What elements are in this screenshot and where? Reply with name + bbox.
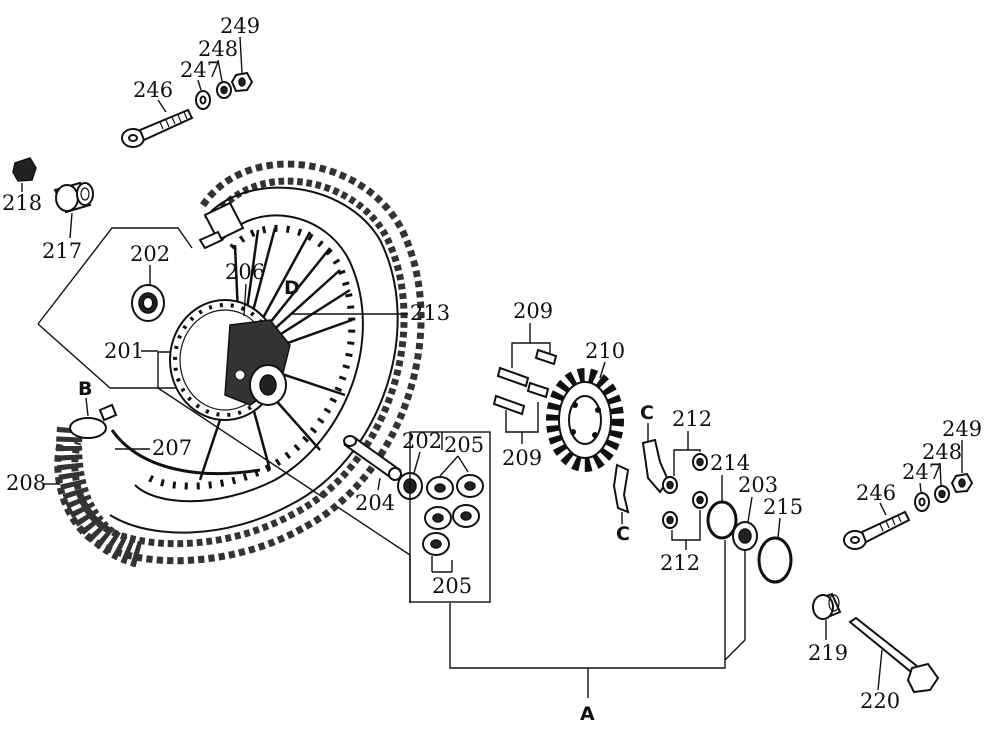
label-246-right: 246 [856, 481, 896, 505]
label-209-bottom: 209 [502, 446, 542, 470]
letter-d: D [284, 277, 300, 299]
label-208: 208 [6, 471, 46, 495]
axle-adjuster-bolt-left [121, 108, 194, 148]
spacer-204 [343, 435, 402, 481]
bearing-203 [732, 521, 758, 551]
axle-adjuster-bolt-right [843, 510, 911, 550]
washer-247-left [195, 90, 211, 110]
label-247-left: 247 [180, 58, 220, 82]
label-205-top: 205 [444, 433, 484, 457]
letter-b: B [78, 378, 92, 400]
axle-220 [848, 616, 940, 694]
label-201: 201 [104, 339, 144, 363]
label-210: 210 [585, 339, 625, 363]
collar-217 [53, 181, 94, 214]
studs-209 [492, 348, 558, 416]
label-214: 214 [710, 451, 750, 475]
label-207: 207 [152, 436, 192, 460]
label-215: 215 [763, 495, 803, 519]
bearing-202-left [131, 284, 165, 322]
label-248-right: 248 [922, 440, 962, 464]
label-202-right: 202 [402, 429, 442, 453]
nuts-212 [662, 453, 708, 529]
washer-247-right [914, 492, 930, 512]
nut-249-left [230, 71, 254, 93]
rim [134, 214, 364, 503]
nut-249-right [950, 472, 974, 494]
label-205-bottom: 205 [432, 574, 472, 598]
label-204: 204 [355, 491, 395, 515]
valve-cap-top [198, 201, 245, 250]
tube-207 [110, 429, 261, 476]
letter-a: A [580, 703, 595, 725]
sprocket-210 [546, 368, 624, 472]
letter-c-upper: C [640, 402, 654, 424]
label-248-left: 248 [198, 37, 238, 61]
tire-section-208 [56, 403, 144, 568]
damper-rubbers-205 [422, 474, 484, 556]
circlip-214 [706, 500, 738, 540]
label-220: 220 [860, 689, 900, 713]
circlip-215 [757, 536, 793, 584]
collar-219 [812, 592, 842, 621]
label-219: 219 [808, 641, 848, 665]
label-249-left: 249 [220, 14, 260, 38]
lock-washer-248-left [216, 81, 232, 99]
label-209-top: 209 [513, 299, 553, 323]
label-212-bottom: 212 [660, 551, 700, 575]
label-206: 206 [225, 260, 265, 284]
letter-c-lower: C [616, 523, 630, 545]
label-212-top: 212 [672, 407, 712, 431]
label-203: 203 [738, 473, 778, 497]
label-213: 213 [410, 301, 450, 325]
label-217: 217 [42, 239, 82, 263]
lock-plate-c-lower [612, 463, 630, 514]
label-202-left: 202 [130, 242, 170, 266]
label-218: 218 [2, 191, 42, 215]
cap-218 [12, 157, 37, 182]
lock-washer-248-right [934, 485, 950, 503]
label-246-left: 246 [133, 78, 173, 102]
label-249-right: 249 [942, 417, 982, 441]
label-247-right: 247 [902, 460, 942, 484]
hub-disc-206 [169, 299, 291, 421]
